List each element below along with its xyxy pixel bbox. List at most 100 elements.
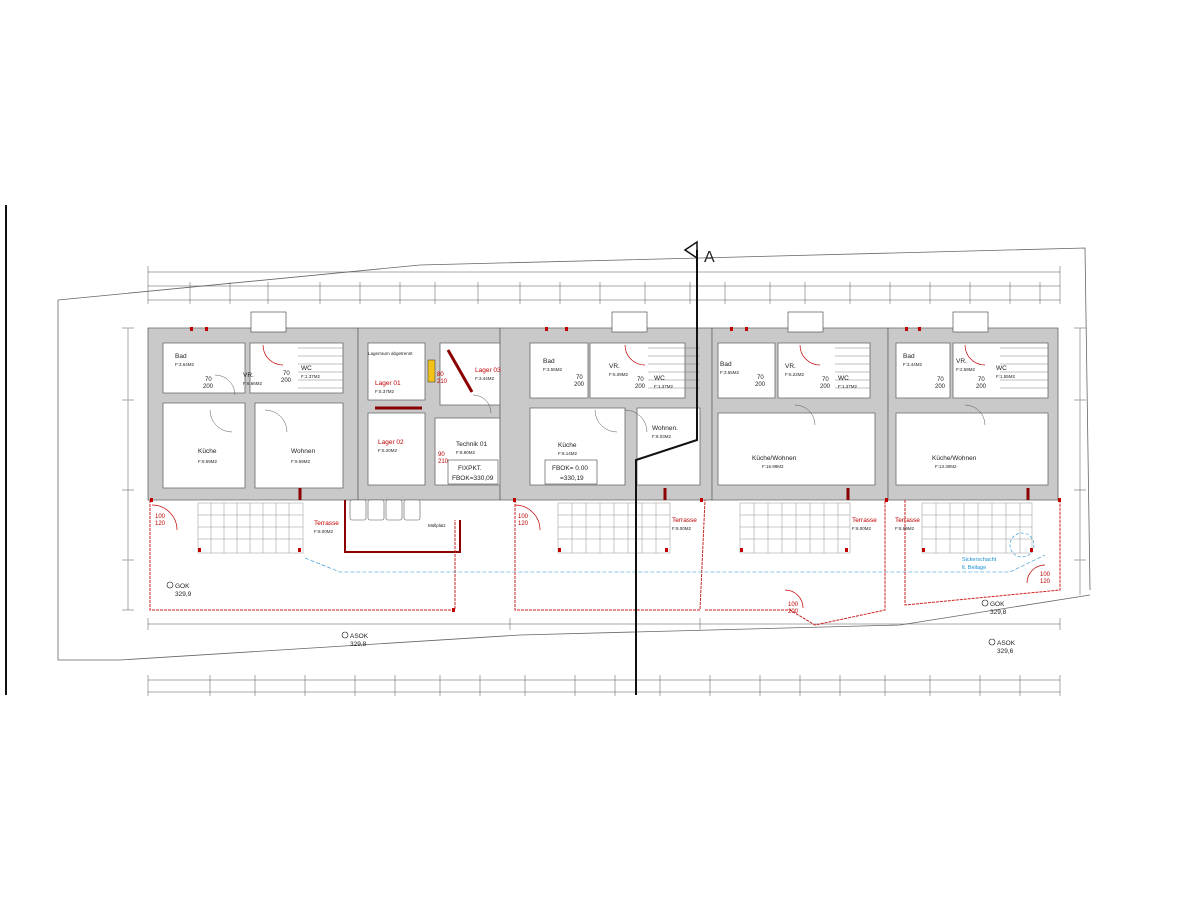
room-name: Bad bbox=[543, 358, 555, 365]
section-arrow-icon bbox=[683, 240, 698, 260]
room-name: WC bbox=[301, 365, 312, 372]
door-code: 100 bbox=[1040, 572, 1051, 578]
room-name: WC bbox=[996, 365, 1007, 372]
room-area: F:16.99M2 bbox=[762, 464, 784, 469]
terrace-name: Terrasse bbox=[314, 520, 339, 527]
door-code: 70 bbox=[757, 375, 764, 381]
room-note: Lagerraum abgetrennt bbox=[368, 351, 413, 356]
terrace-labels: Terrasse F:8.00M2 Terrasse F:8.00M2 Terr… bbox=[314, 517, 920, 534]
room-name: Küche bbox=[558, 442, 577, 449]
room-name: Küche/Wohnen bbox=[932, 455, 977, 462]
room-name: VR. bbox=[956, 358, 967, 365]
room-area: F:1.37M2 bbox=[654, 384, 674, 389]
room-name: Wohnen. bbox=[652, 425, 678, 432]
level-marker-icon bbox=[341, 631, 349, 639]
room-area: F:6.66M2 bbox=[243, 381, 263, 386]
terrace-name: Terrasse bbox=[895, 517, 920, 524]
room-area: F:8.90M2 bbox=[456, 450, 476, 455]
bin-storage bbox=[349, 499, 421, 521]
floor-level-value: =330,19 bbox=[560, 475, 584, 482]
red-posts bbox=[150, 327, 1061, 612]
level-value: 329,6 bbox=[997, 648, 1014, 655]
level-marker-icon bbox=[166, 581, 174, 589]
door-code: 200 bbox=[820, 384, 831, 390]
level-markers: GOK 329,9 ASOK 329,8 GOK 329,8 ASOK 329,… bbox=[166, 581, 1016, 655]
room-area: F:3.55M2 bbox=[543, 367, 563, 372]
floor-level-label: FBOK= 0.00 bbox=[552, 465, 588, 472]
room-name: VR. bbox=[609, 363, 620, 370]
level-label: GOK bbox=[175, 583, 190, 590]
room-area: F:2.59M2 bbox=[956, 367, 976, 372]
door-code: 210 bbox=[437, 379, 448, 385]
stairs bbox=[298, 347, 1048, 389]
door-code: 200 bbox=[203, 384, 214, 390]
door-code: 80 bbox=[437, 372, 444, 378]
room-name: Bad bbox=[903, 353, 915, 360]
fixpoint-box bbox=[447, 459, 499, 485]
top-dimension-chain bbox=[147, 266, 1061, 304]
fixpoint-label: FIXPKT. bbox=[458, 465, 482, 472]
door-code: 70 bbox=[822, 377, 829, 383]
room-area: F:5.09M2 bbox=[609, 372, 629, 377]
room-area: F:3.44M2 bbox=[903, 362, 923, 367]
level-value: 329,8 bbox=[990, 609, 1007, 616]
door-code: 70 bbox=[576, 375, 583, 381]
level-label: ASOK bbox=[997, 640, 1016, 647]
terrace-area: F:8.00M2 bbox=[314, 529, 334, 534]
door-code: 200 bbox=[976, 384, 987, 390]
room-name: WC bbox=[838, 375, 849, 382]
door-code: 120 bbox=[1040, 579, 1051, 585]
room-name: WC bbox=[654, 375, 665, 382]
new-walls bbox=[298, 349, 1030, 500]
room-area: F:6.22M2 bbox=[785, 372, 805, 377]
entry-door-bays bbox=[250, 311, 989, 333]
room-name: Bad bbox=[720, 361, 732, 368]
site-boundary-left bbox=[57, 300, 120, 661]
site-boundary-bottom bbox=[119, 594, 1091, 661]
door-code: 200 bbox=[755, 382, 766, 388]
level-value: 329,9 bbox=[175, 591, 192, 598]
door-code: 90 bbox=[438, 452, 445, 458]
room-name: Lager 02 bbox=[378, 439, 404, 446]
room-area: F:3.44M2 bbox=[475, 376, 495, 381]
door-code: 100 bbox=[155, 514, 166, 520]
door-code: 70 bbox=[978, 377, 985, 383]
door-swings bbox=[209, 374, 986, 433]
level-value: 329,8 bbox=[350, 641, 367, 648]
door-code: 70 bbox=[283, 371, 290, 377]
door-code: 120 bbox=[518, 521, 529, 527]
building-walls bbox=[147, 327, 1059, 501]
room-area: F:8.03M2 bbox=[652, 434, 672, 439]
site-boundary-top bbox=[57, 247, 1091, 591]
terrace-area: F:8.00M2 bbox=[852, 526, 872, 531]
red-door-swings bbox=[151, 344, 1046, 609]
terrace-name: Terrasse bbox=[852, 517, 877, 524]
door-codes: 70 200 70 200 70 200 70 200 70 200 70 20… bbox=[155, 371, 1051, 615]
room-name: VR. bbox=[243, 372, 254, 379]
soakaway-note: lt. Beilage bbox=[962, 565, 986, 571]
room-name: VR. bbox=[785, 363, 796, 370]
room-area: F:5.20M2 bbox=[378, 448, 398, 453]
door-code: 70 bbox=[205, 377, 212, 383]
room-area: F:1.37M2 bbox=[838, 384, 858, 389]
level-label: ASOK bbox=[350, 633, 369, 640]
door-code: 200 bbox=[935, 384, 946, 390]
soakaway-label: Sickerschacht bbox=[962, 557, 997, 563]
room-area: F:8.14M2 bbox=[558, 451, 578, 456]
room-area: F:3.64M2 bbox=[175, 362, 195, 367]
bin-storage-label: Müllplatz bbox=[428, 523, 447, 528]
garden-fences bbox=[149, 499, 1061, 626]
door-code: 70 bbox=[937, 377, 944, 383]
room-area: F:5.37M2 bbox=[375, 389, 395, 394]
terrace-area: F:8.00M2 bbox=[672, 526, 692, 531]
door-code: 200 bbox=[788, 609, 799, 615]
level-marker-icon bbox=[981, 599, 989, 607]
side-dimension-chains bbox=[122, 327, 1086, 611]
room-name: Bad bbox=[175, 353, 187, 360]
section-line bbox=[635, 250, 698, 695]
soakaway-circle bbox=[1009, 532, 1035, 558]
door-code: 70 bbox=[637, 377, 644, 383]
level-marker-icon bbox=[988, 638, 996, 646]
drain-pipe bbox=[304, 554, 1046, 573]
